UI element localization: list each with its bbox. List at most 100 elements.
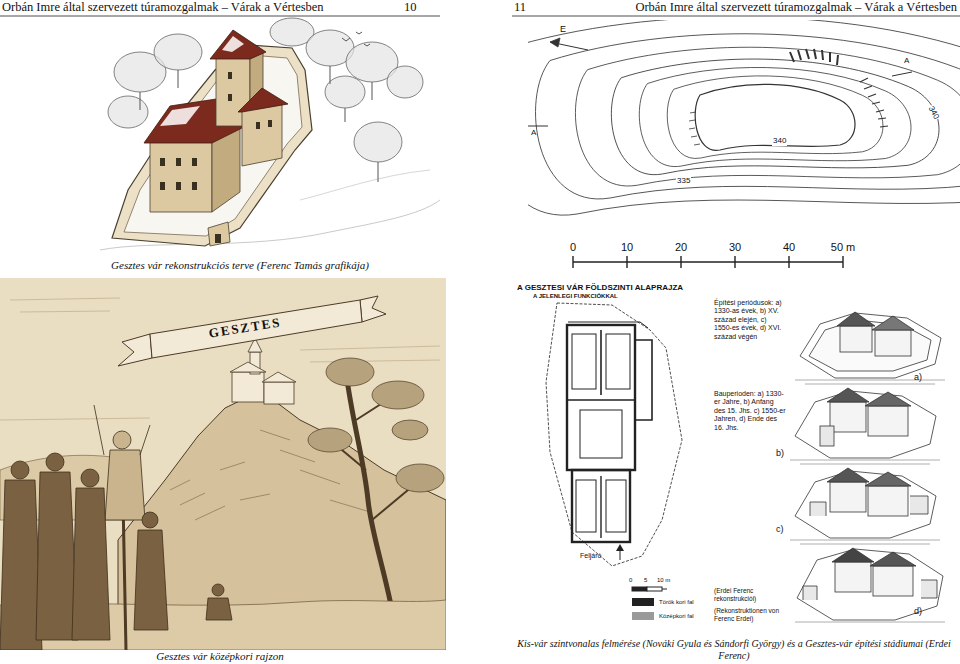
stage-drawings <box>790 540 940 544</box>
castle-illustration <box>160 158 165 166</box>
plan-title: A GESZTESI VÁR FÖLDSZINTI ALAPRAJZA <box>517 283 683 293</box>
stage-drawings <box>868 406 908 436</box>
engraving <box>232 372 264 402</box>
scale-number: 20 <box>666 241 696 254</box>
stage-drawings <box>870 552 916 566</box>
castle-illustration <box>228 72 232 79</box>
scale-number: 0 <box>558 241 588 254</box>
contour-map <box>639 67 911 166</box>
castle-illustration <box>160 106 200 126</box>
scale-number: 40 <box>774 241 804 254</box>
castle-illustration <box>150 142 212 212</box>
scale-bar <box>788 256 789 268</box>
contour-map <box>528 20 960 215</box>
stage-letter: b) <box>776 448 784 459</box>
legend-text: Török kori fal <box>659 599 694 605</box>
castle-illustration <box>300 170 430 200</box>
floor-plan <box>576 480 596 532</box>
stage-drawings <box>797 549 943 620</box>
castle-illustration <box>192 182 197 190</box>
floor-plan <box>600 330 602 395</box>
castle-illustration <box>242 104 282 166</box>
engraving <box>81 469 99 487</box>
castle-illustration <box>108 96 148 128</box>
engraving <box>310 360 440 362</box>
engraving <box>94 405 150 455</box>
credit-note: (Rekonstruktionen von Ferenc Erdei) <box>714 607 788 623</box>
engraving <box>118 296 386 366</box>
engraving <box>134 530 168 630</box>
stage-drawings <box>809 320 931 371</box>
stage-drawings <box>790 460 940 464</box>
plan-scale <box>632 587 647 591</box>
engraving <box>392 420 428 440</box>
engraving <box>11 461 29 479</box>
contour-map <box>575 47 960 186</box>
contour-map <box>536 34 960 199</box>
contour-value: 340 <box>926 104 942 122</box>
stage-drawings <box>827 468 869 482</box>
engraving <box>206 598 232 620</box>
plan-scale <box>647 587 662 591</box>
scale-bar <box>680 256 681 268</box>
scale-number: 10 m <box>657 577 670 584</box>
engraving <box>105 450 145 520</box>
engraving <box>360 296 386 322</box>
legend-swatch <box>632 598 654 606</box>
engraving <box>372 381 424 409</box>
contour-map <box>528 20 960 215</box>
floor-plan <box>606 334 630 389</box>
legend-entry: Török kori fal <box>632 598 694 606</box>
contour-value: 335 <box>676 176 691 186</box>
stage-drawings <box>873 566 913 596</box>
castle-illustration <box>387 66 423 98</box>
contour-map <box>528 20 960 215</box>
plan-scale <box>632 587 667 591</box>
castle-illustration <box>325 76 365 108</box>
engraving <box>10 298 120 300</box>
stage-drawings <box>832 548 874 562</box>
castle-illustration <box>124 55 302 236</box>
stage-drawings <box>790 468 940 544</box>
contour-map <box>611 59 939 175</box>
castle-illustration <box>354 122 402 162</box>
credit-note: (Erdei Ferenc rekonstrukciói) <box>714 587 788 603</box>
figure-caption: Gesztes vár rekonstrukciós terve (Ferenc… <box>55 259 425 272</box>
engraving <box>0 480 42 650</box>
figure-caption: Gesztes vár középkori rajzon <box>20 650 420 663</box>
engraving <box>308 358 444 492</box>
stage-letter: d) <box>914 606 922 617</box>
engraving <box>72 488 110 640</box>
engraving <box>20 311 110 312</box>
engraving <box>36 472 78 640</box>
map-label: E <box>560 24 566 35</box>
floor-plan <box>580 410 622 458</box>
stage-drawings <box>910 496 928 514</box>
engraving <box>113 431 131 449</box>
scale-bar <box>573 256 843 268</box>
banner-text: GESZTES <box>189 311 300 344</box>
legend-text: Középkori fal <box>659 613 694 619</box>
contour-map <box>611 59 939 175</box>
contour-map <box>860 78 888 127</box>
floor-plan <box>568 322 648 328</box>
scale-bar <box>572 256 573 268</box>
scale-number: 30 <box>720 241 750 254</box>
engraving <box>0 278 446 650</box>
engraving <box>230 338 296 404</box>
stage-drawings <box>820 426 834 446</box>
castle-illustration <box>192 158 197 166</box>
floor-plan <box>572 334 596 389</box>
scale-number: 10 <box>612 241 642 254</box>
legend-entry: Középkori fal <box>632 612 694 620</box>
engraving <box>46 453 64 471</box>
stage-drawings <box>837 312 875 326</box>
page-number: 11 <box>514 0 526 15</box>
engraving <box>0 278 446 650</box>
castle-illustration <box>238 88 288 112</box>
header-rule <box>0 16 960 17</box>
stage-drawings <box>795 548 945 622</box>
stage-drawings <box>795 312 945 384</box>
contour-map <box>667 76 883 159</box>
